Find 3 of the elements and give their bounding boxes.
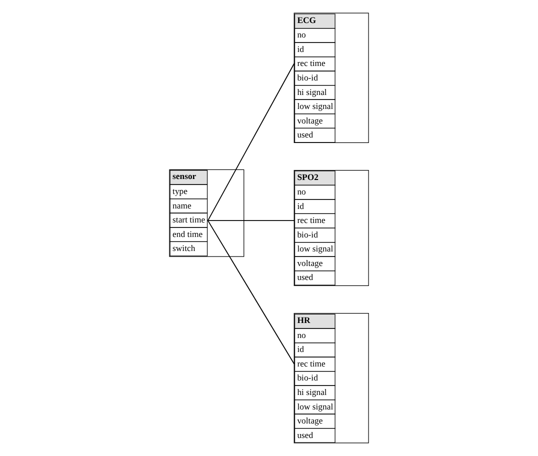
connector <box>207 220 295 364</box>
connector <box>207 220 295 222</box>
connector <box>207 63 295 222</box>
